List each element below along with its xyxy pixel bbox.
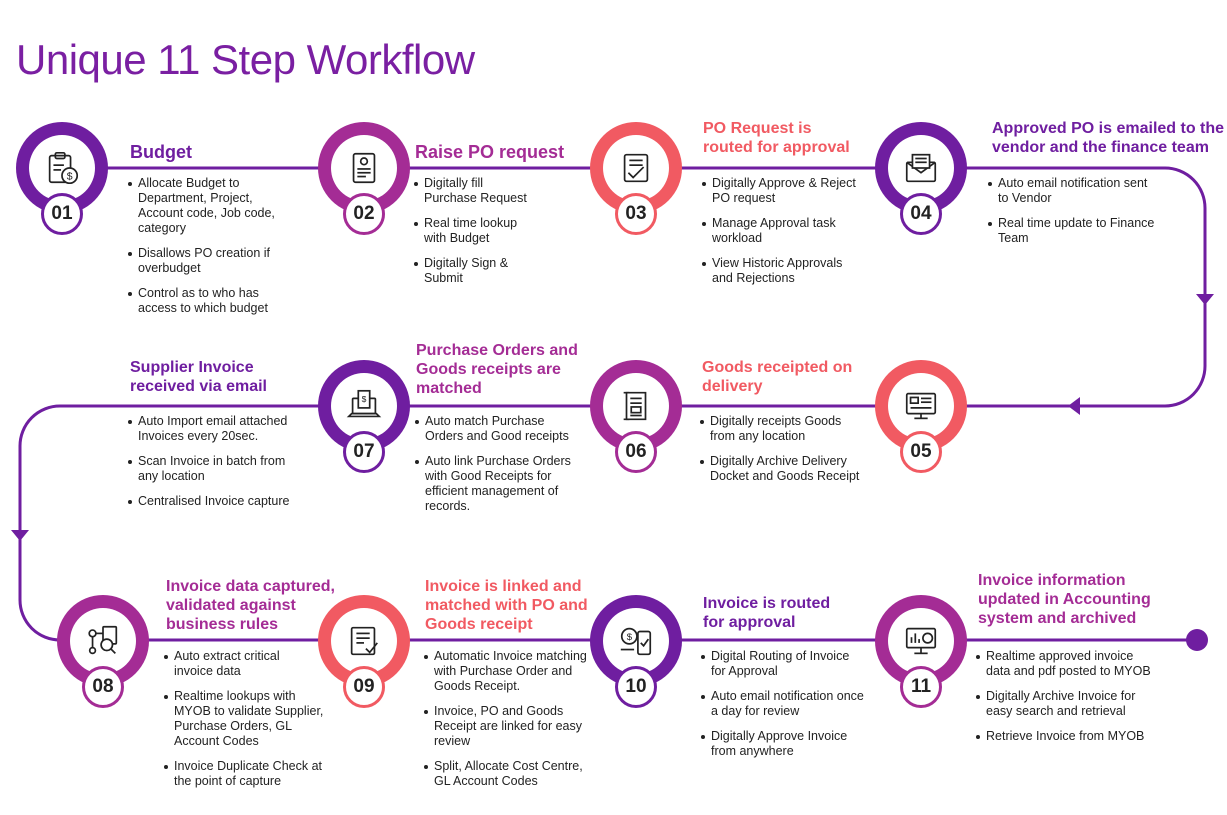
step-03-bullets: Digitally Approve & Reject PO request Ma…	[702, 176, 872, 296]
bullet: Real time update to Finance Team	[988, 216, 1168, 246]
step-06-bullets: Auto match Purchase Orders and Good rece…	[415, 414, 585, 524]
step-09-bullets: Automatic Invoice matching with Purchase…	[424, 649, 599, 799]
step-08-bullets: Auto extract critical invoice data Realt…	[164, 649, 344, 799]
bullet: Invoice Duplicate Check at the point of …	[164, 759, 344, 789]
document-checklist-icon	[350, 626, 378, 656]
step-01-bullets: Allocate Budget to Department, Project, …	[128, 176, 298, 326]
bullet: Realtime lookups with MYOB to validate S…	[164, 689, 344, 749]
step-10-heading: Invoice is routed for approval	[703, 595, 831, 631]
bullet: Allocate Budget to Department, Project, …	[128, 176, 298, 236]
mobile-payment-icon: $	[620, 627, 652, 656]
clipboard-dollar-icon: $	[48, 151, 79, 185]
svg-text:$: $	[67, 171, 73, 182]
bullet: Digitally Archive Delivery Docket and Go…	[700, 454, 870, 484]
bullet: Auto extract critical invoice data	[164, 649, 344, 679]
end-dot	[1186, 629, 1208, 651]
step-number: 03	[615, 193, 657, 235]
step-05-heading: Goods receipted on delivery	[702, 359, 853, 395]
envelope-icon	[905, 153, 937, 183]
bullet: Digital Routing of Invoice for Approval	[701, 649, 881, 679]
step-number: 05	[900, 431, 942, 473]
step-number: 11	[900, 666, 942, 708]
step-number: 10	[615, 666, 657, 708]
svg-text:$: $	[627, 632, 633, 643]
step-number: 08	[82, 666, 124, 708]
bullet: Digitally receipts Goods from any locati…	[700, 414, 870, 444]
step-08-heading: Invoice data captured, validated against…	[166, 578, 335, 633]
step-number: 02	[343, 193, 385, 235]
bullet: Scan Invoice in batch from any location	[128, 454, 308, 484]
svg-text:$: $	[362, 394, 367, 404]
step-07-bullets: Auto Import email attached Invoices ever…	[128, 414, 308, 519]
step-number: 04	[900, 193, 942, 235]
bullet: Retrieve Invoice from MYOB	[976, 729, 1166, 744]
bullet: Real time lookup with Budget	[414, 216, 564, 246]
bullet: View Historic Approvals and Rejections	[702, 256, 872, 286]
receipt-scroll-icon	[623, 391, 647, 421]
arrow-down-left	[11, 530, 29, 541]
step-03-heading: PO Request is routed for approval	[703, 120, 850, 156]
bullet: Digitally Archive Invoice for easy searc…	[976, 689, 1166, 719]
bullet: Automatic Invoice matching with Purchase…	[424, 649, 599, 694]
bullet: Digitally Approve & Reject PO request	[702, 176, 872, 206]
step-09-heading: Invoice is linked and matched with PO an…	[425, 578, 588, 633]
document-check-icon	[623, 153, 649, 183]
bullet: Control as to who has access to which bu…	[128, 286, 298, 316]
monitor-dashboard-icon	[905, 392, 937, 420]
bullet: Invoice, PO and Goods Receipt are linked…	[424, 704, 599, 749]
laptop-invoice-icon: $	[346, 389, 382, 418]
data-capture-icon	[88, 625, 118, 655]
bullet: Realtime approved invoice data and pdf p…	[976, 649, 1166, 679]
step-02-heading: Raise PO request	[415, 142, 565, 162]
bullet: Auto email notification once a day for r…	[701, 689, 881, 719]
bullet: Auto email notification sent to Vendor	[988, 176, 1168, 206]
step-11-heading: Invoice information updated in Accountin…	[978, 572, 1151, 627]
purchase-request-icon	[352, 152, 376, 184]
step-04-bullets: Auto email notification sent to Vendor R…	[988, 176, 1168, 256]
step-number: 06	[615, 431, 657, 473]
step-06-heading: Purchase Orders and Goods receipts are m…	[416, 342, 578, 397]
arrow-down-right	[1196, 294, 1214, 305]
bullet: Centralised Invoice capture	[128, 494, 308, 509]
step-05-bullets: Digitally receipts Goods from any locati…	[700, 414, 870, 494]
bullet: Auto Import email attached Invoices ever…	[128, 414, 308, 444]
bullet: Auto match Purchase Orders and Good rece…	[415, 414, 585, 444]
bullet: Digitally fill Purchase Request	[414, 176, 564, 206]
step-04-heading: Approved PO is emailed to the vendor and…	[992, 120, 1225, 156]
bullet: Auto link Purchase Orders with Good Rece…	[415, 454, 585, 514]
arrow-left-row2	[1068, 397, 1080, 415]
bullet: Digitally Sign & Submit	[414, 256, 564, 286]
bullet: Split, Allocate Cost Centre, GL Account …	[424, 759, 599, 789]
step-number: 01	[41, 193, 83, 235]
step-11-bullets: Realtime approved invoice data and pdf p…	[976, 649, 1166, 754]
accounting-screen-icon	[905, 627, 937, 655]
step-10-bullets: Digital Routing of Invoice for Approval …	[701, 649, 881, 769]
step-07-heading: Supplier Invoice received via email	[130, 359, 267, 395]
step-number: 09	[343, 666, 385, 708]
step-number: 07	[343, 431, 385, 473]
bullet: Digitally Approve Invoice from anywhere	[701, 729, 881, 759]
bullet: Manage Approval task workload	[702, 216, 872, 246]
step-01-heading: Budget	[130, 142, 192, 162]
bullet: Disallows PO creation if overbudget	[128, 246, 298, 276]
page-title: Unique 11 Step Workflow	[16, 36, 475, 83]
step-02-bullets: Digitally fill Purchase Request Real tim…	[414, 176, 564, 296]
